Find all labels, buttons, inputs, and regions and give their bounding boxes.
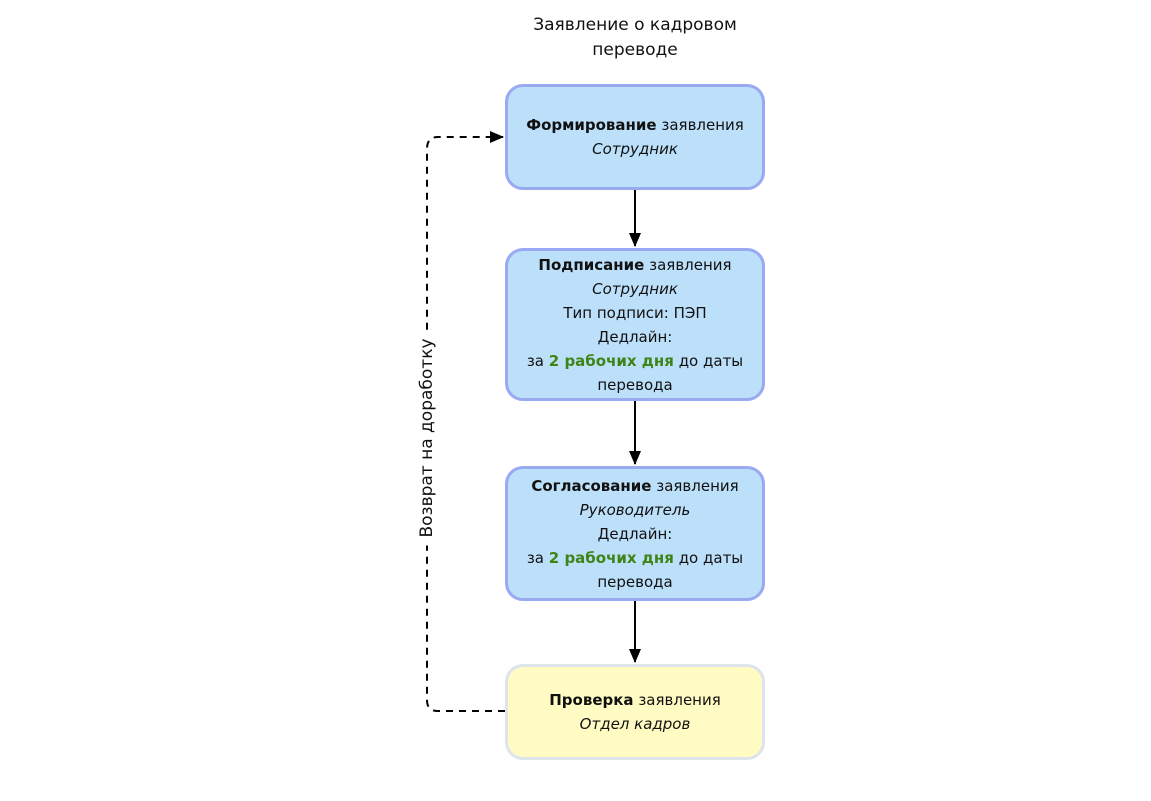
step-approve-deadline: за 2 рабочих дня до даты [527, 546, 743, 570]
diagram-title: Заявление о кадровом переводе [533, 15, 737, 60]
step-sign-deadline-suffix: до даты [678, 351, 744, 370]
step-review-box: Проверка заявления Отдел кадров [505, 664, 765, 760]
step-form-box: Формирование заявления Сотрудник [505, 84, 765, 190]
step-form-object: заявления [661, 116, 744, 134]
step-sign-deadline-prefix: за [526, 351, 544, 370]
return-arrow [426, 131, 505, 712]
step-review-object: заявления [638, 691, 721, 709]
step-sign-heading: Подписание заявления [538, 253, 731, 277]
step-sign-role: Сотрудник [592, 279, 678, 298]
step-approve-box: Согласование заявления Руководитель Дедл… [505, 466, 765, 601]
step-approve-role: Руководитель [579, 500, 691, 519]
step-form-role: Сотрудник [592, 140, 678, 158]
step-review-role: Отдел кадров [579, 715, 691, 733]
step-sign-box: Подписание заявления Сотрудник Тип подпи… [505, 248, 765, 401]
step-approve-heading: Согласование заявления [531, 474, 738, 498]
step-form-action: Формирование [526, 116, 657, 134]
step-sign-signature-type: Тип подписи: ПЭП [563, 303, 707, 322]
return-label: Возврат на доработку [416, 330, 438, 546]
step-review-heading: Проверка заявления [549, 688, 721, 712]
step-sign-deadline: за 2 рабочих дня до даты [527, 349, 743, 373]
step-form-heading: Формирование заявления [526, 113, 744, 137]
step-sign-object: заявления [649, 255, 732, 274]
step-review-action: Проверка [549, 691, 634, 709]
step-approve-deadline-prefix: за [526, 548, 544, 567]
step-approve-object: заявления [656, 476, 739, 495]
step-sign-action: Подписание [538, 255, 645, 274]
step-approve-deadline-tail: перевода [597, 572, 673, 591]
step-approve-deadline-label: Дедлайн: [597, 524, 673, 543]
step-sign-deadline-tail: перевода [597, 375, 673, 394]
step-sign-deadline-label: Дедлайн: [597, 327, 673, 346]
step-approve-deadline-suffix: до даты [678, 548, 744, 567]
step-approve-deadline-value: 2 рабочих дня [548, 548, 674, 567]
step-sign-deadline-value: 2 рабочих дня [548, 351, 674, 370]
step-approve-action: Согласование [531, 476, 652, 495]
